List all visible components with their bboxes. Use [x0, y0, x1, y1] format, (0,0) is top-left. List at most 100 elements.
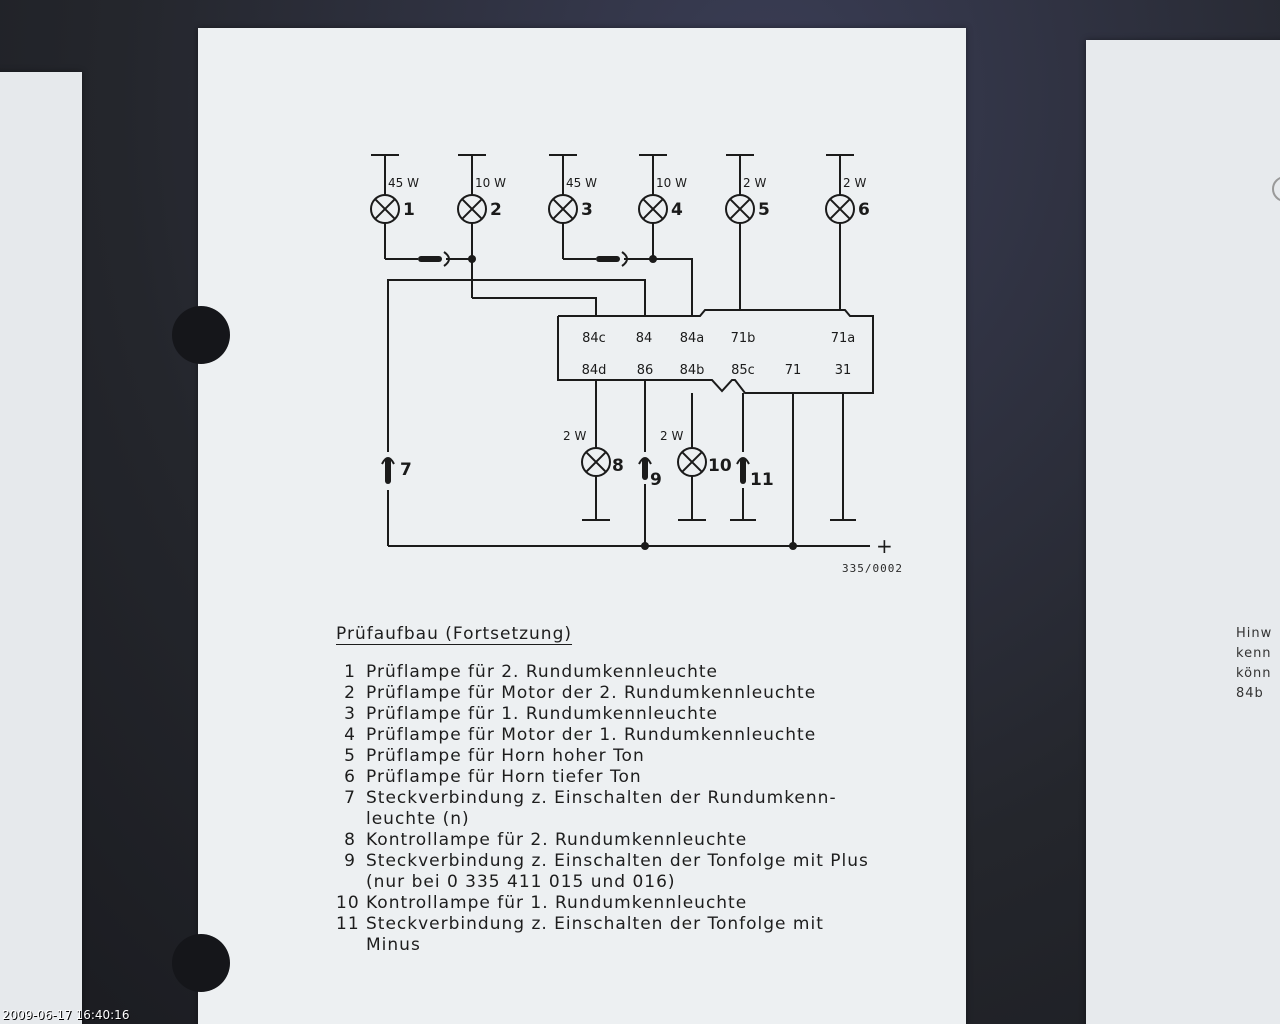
legend-item-continuation: (nur bei 0 335 411 015 und 016) [366, 872, 676, 892]
lamp-number-label: 3 [581, 200, 593, 220]
legend-item-text: Steckverbindung z. Einschalten der Tonfo… [366, 851, 869, 871]
legend-item-number: 8 [344, 830, 356, 850]
legend-item: 6 Prüflampe für Horn tiefer Ton [336, 767, 869, 788]
legend-item: 3 Prüflampe für 1. Rundumkennleuchte [336, 704, 869, 725]
legend-item: 9 Steckverbindung z. Einschalten der Tonf… [336, 851, 869, 872]
binder-ring-hole-upper [172, 306, 230, 364]
plug-socket-arc [638, 457, 652, 465]
terminal-label: 84 [636, 331, 653, 346]
legend-item-text: Prüflampe für Horn tiefer Ton [366, 767, 642, 787]
lamp-cross [729, 198, 751, 220]
terminal-label: 84d [582, 363, 607, 378]
terminal-label: 84a [680, 331, 705, 346]
legend-item-text: Kontrollampe für 2. Rundumkennleuchte [366, 830, 748, 850]
lamp-number-label: 4 [671, 200, 683, 220]
plug-connector-icon [385, 458, 391, 484]
wire-to-84c [472, 297, 597, 316]
legend-item-number: 3 [344, 704, 356, 724]
legend-item: 7 Steckverbindung z. Einschalten der Rund… [336, 788, 869, 809]
component-number-label: 11 [750, 470, 774, 490]
camera-timestamp: 2009-06-17 16:40:16 [2, 1008, 130, 1022]
component-number-label: 7 [400, 460, 412, 480]
lamp-cross [829, 198, 851, 220]
legend-item-number: 1 [344, 662, 356, 682]
legend-item-number: 4 [344, 725, 356, 745]
legend-item-number: 5 [344, 746, 356, 766]
legend-item: 8 Kontrollampe für 2. Rundumkennleuchte [336, 830, 869, 851]
lamp-cross [374, 198, 396, 220]
legend-item-text: Prüflampe für 1. Rundumkennleuchte [366, 704, 719, 724]
right-page-line: könn [1236, 666, 1272, 681]
relay-box-outline [557, 309, 874, 394]
lamp-cross [585, 451, 607, 473]
legend-item-text: Kontrollampe für 1. Rundumkennleuchte [366, 893, 748, 913]
terminal-label: 85c [731, 363, 755, 378]
lamp-number-label: 1 [403, 200, 415, 220]
lamp-wattage-label: 2 W [563, 429, 586, 443]
legend-item-text: Prüflampe für Motor der 2. Rundumkennleu… [366, 683, 817, 703]
plug-connector-icon [596, 256, 620, 262]
binder-ring-hole-lower [172, 934, 230, 992]
terminal-label: 71a [831, 331, 856, 346]
legend-item: 1 Prüflampe für 2. Rundumkennleuchte [336, 662, 869, 683]
main-page [198, 28, 966, 1024]
plus-terminal-symbol: + [876, 534, 893, 558]
junction-dot [789, 542, 797, 550]
plug-socket-arc [381, 457, 395, 465]
right-page: Hinw kenn könn 84b [1086, 40, 1280, 1024]
legend-item-continuation: Minus [366, 935, 421, 955]
lamp-cross [461, 198, 483, 220]
junction-dot [468, 255, 476, 263]
lamp-cross [681, 451, 703, 473]
legend-item-number: 9 [344, 851, 356, 871]
lamp-wattage-label: 10 W [656, 176, 687, 190]
right-page-line: Hinw [1236, 626, 1273, 641]
junction-dot [641, 542, 649, 550]
legend-item-text: Steckverbindung z. Einschalten der Rundu… [366, 788, 837, 808]
legend-item-number: 10 [336, 893, 360, 913]
lamp-wattage-label: 2 W [743, 176, 766, 190]
legend-item: 2 Prüflampe für Motor der 2. Rundumkennle… [336, 683, 869, 704]
legend-item-text: Prüflampe für Horn hoher Ton [366, 746, 645, 766]
plug-socket-arc [736, 457, 750, 465]
lamp-cross [642, 198, 664, 220]
plug-connector-icon [740, 458, 746, 484]
plug-connector-icon [642, 458, 648, 480]
lamp-wattage-label: 2 W [660, 429, 683, 443]
terminal-label: 71 [785, 363, 802, 378]
lamp-wattage-label: 10 W [475, 176, 506, 190]
plug-connector-icon [418, 256, 442, 262]
right-page-text: Hinw kenn könn 84b [1236, 624, 1272, 704]
lamp-wattage-label: 45 W [388, 176, 419, 190]
legend-item-text: Prüflampe für Motor der 1. Rundumkennleu… [366, 725, 817, 745]
wire-to-plug-7 [387, 279, 646, 452]
component-number-label: 10 [708, 456, 732, 476]
lamp-number-label: 6 [858, 200, 870, 220]
terminal-label: 71b [731, 331, 756, 346]
component-number-label: 8 [612, 456, 624, 476]
wire-to-84a [653, 258, 693, 316]
terminal-label: 84c [582, 331, 606, 346]
legend-item-number: 7 [344, 788, 356, 808]
lamp-wattage-label: 2 W [843, 176, 866, 190]
legend-item-text: Prüflampe für 2. Rundumkennleuchte [366, 662, 719, 682]
lamp-number-label: 2 [490, 200, 502, 220]
terminal-label: 31 [835, 363, 852, 378]
legend-item-number: 6 [344, 767, 356, 787]
lamp-cross [552, 198, 574, 220]
terminal-label: 84b [680, 363, 705, 378]
legend-item-number: 11 [336, 914, 360, 934]
legend-item-number: 2 [344, 683, 356, 703]
lamp-wattage-label: 45 W [566, 176, 597, 190]
right-page-line: 84b [1236, 686, 1264, 701]
left-page: 0001 [0, 72, 82, 1024]
component-number-label: 9 [650, 470, 662, 490]
legend-item-text: Steckverbindung z. Einschalten der Tonfo… [366, 914, 824, 934]
legend-item: 11 Steckverbindung z. Einschalten der Ton… [336, 914, 869, 935]
right-page-line: kenn [1236, 646, 1272, 661]
drawing-id: 335/0002 [842, 562, 903, 575]
